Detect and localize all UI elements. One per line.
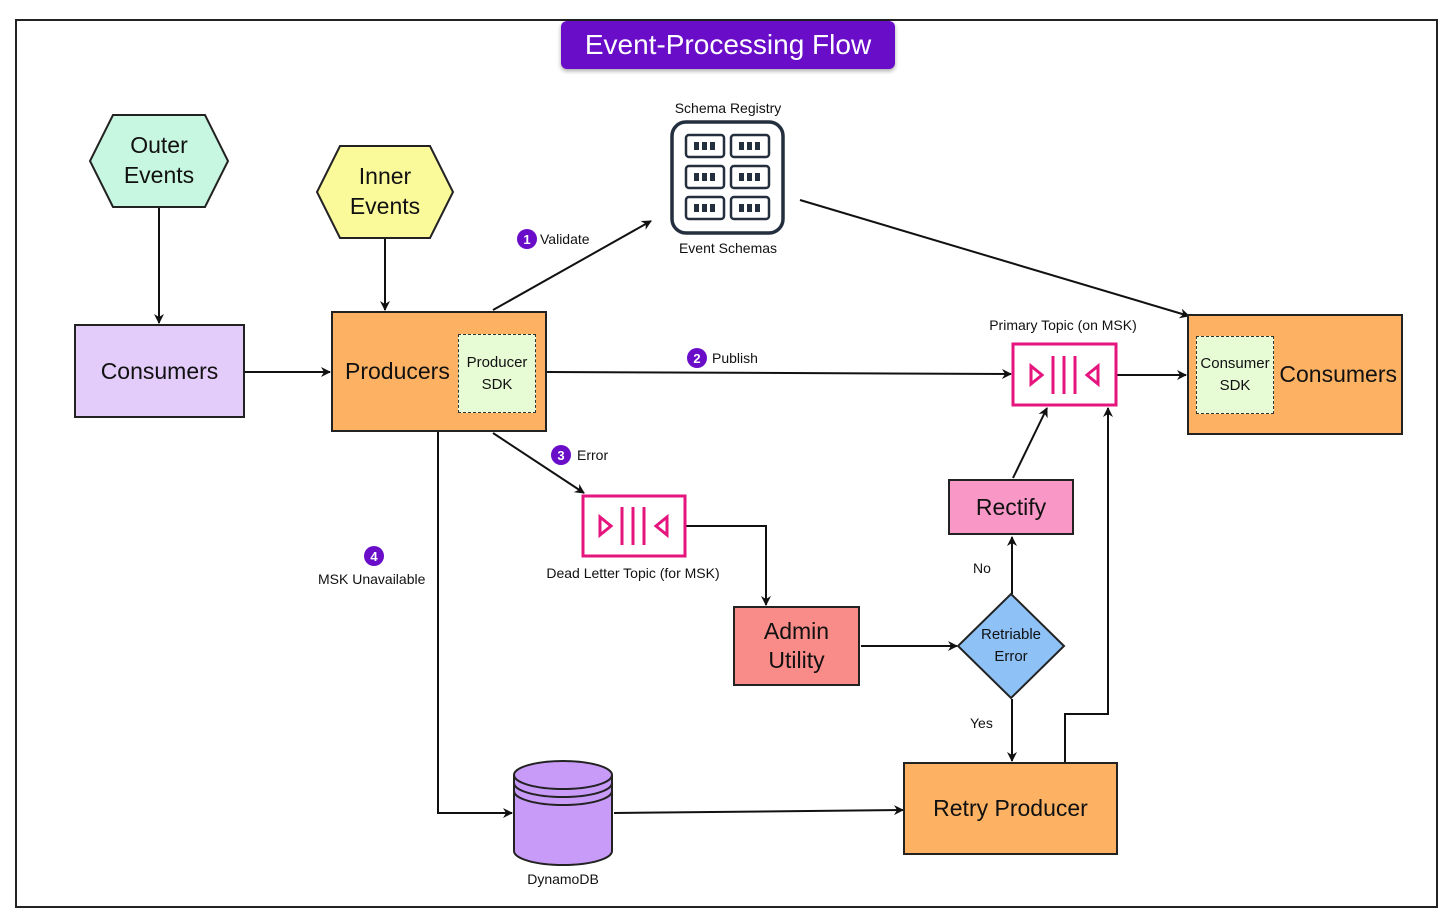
event-schemas-label: Event Schemas <box>678 240 778 256</box>
error-label: Error <box>577 447 609 463</box>
edge-dlt-to-admin <box>686 525 771 606</box>
dead-letter-topic-icon <box>581 494 687 558</box>
edge-publish <box>546 368 1012 379</box>
yes-label: Yes <box>970 715 993 731</box>
edge-retry-to-topic <box>1064 407 1113 763</box>
dynamodb-cylinder-icon <box>513 760 613 866</box>
step-badge-3: 3 <box>551 445 571 465</box>
dynamodb-label: DynamoDB <box>527 871 599 887</box>
primary-topic-icon <box>1011 342 1118 407</box>
retriable-error-label: Retriable Error <box>980 626 1042 665</box>
edge-schema-to-consumers <box>799 199 1190 319</box>
admin-utility-label: Admin Utility <box>763 618 830 673</box>
edge-dynamodb-to-retry <box>613 805 904 816</box>
step-badge-1: 1 <box>517 229 537 249</box>
msk-unavailable-label: MSK Unavailable <box>318 571 426 587</box>
edge-msk-unavailable <box>437 432 513 818</box>
admin-utility-box: Admin Utility <box>733 606 860 686</box>
consumers-left-label: Consumers <box>100 357 219 384</box>
edge-rectify-to-topic <box>1012 407 1048 479</box>
diagram-title: Event-Processing Flow <box>561 21 895 69</box>
dead-letter-topic-label: Dead Letter Topic (for MSK) <box>546 565 720 581</box>
inner-events-hexagon <box>315 145 455 239</box>
consumers-right-label: Consumers <box>1279 361 1397 388</box>
retriable-error-diamond <box>956 592 1066 700</box>
consumer-sdk-box: Consumer SDK <box>1196 336 1274 414</box>
consumers-left-box: Consumers <box>74 324 245 418</box>
retry-producer-box: Retry Producer <box>903 762 1118 855</box>
validate-label: Validate <box>540 231 590 247</box>
rectify-box: Rectify <box>948 479 1074 535</box>
edge-validate <box>492 220 652 311</box>
edge-error <box>492 432 585 494</box>
primary-topic-label: Primary Topic (on MSK) <box>989 317 1137 333</box>
inner-events-label: Inner Events <box>349 163 421 219</box>
outer-events-hexagon <box>88 114 230 208</box>
publish-label: Publish <box>712 350 758 366</box>
no-label: No <box>973 560 991 576</box>
step-badge-4: 4 <box>364 546 384 566</box>
schema-registry-label: Schema Registry <box>674 100 782 116</box>
step-badge-2: 2 <box>687 348 707 368</box>
producers-label: Producers <box>345 358 450 385</box>
outer-events-label: Outer Events <box>123 132 195 188</box>
rectify-label: Rectify <box>975 493 1047 520</box>
retry-producer-label: Retry Producer <box>933 795 1088 822</box>
schema-registry-icon <box>670 120 785 235</box>
producer-sdk-box: Producer SDK <box>458 334 536 413</box>
